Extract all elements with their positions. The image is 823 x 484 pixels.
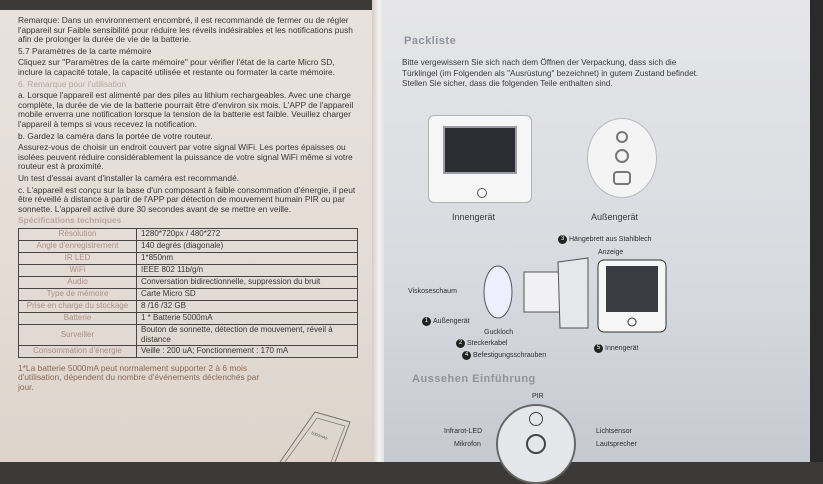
spec-key: IR LED [18,251,137,265]
note-b-heading: b. Gardez la caméra dans la portée de vo… [18,130,213,141]
spec-value: 1 * Batterie 5000mA [136,311,358,325]
spec-value: 1280*720px / 480*272 [136,227,358,241]
spec-key: Résolution [18,227,137,241]
note-b-paragraph: Assurez-vous de choisir un endroit couve… [18,142,353,172]
spec-key: WiFi [18,263,137,277]
note-a-paragraph: a. Lorsque l'appareil est alimenté par d… [18,90,354,129]
right-page: Packliste Bitte vergewissern Sie sich na… [384,0,810,484]
label-light-sensor: Lichtsensor [596,428,632,435]
section-57-paragraph: Cliquez sur "Paramètres de la carte mémo… [18,57,336,77]
outdoor-unit-image [587,118,657,198]
indoor-unit-image [428,115,532,203]
note-c-paragraph: c. L'appareil est conçu sur la base d'un… [18,184,356,214]
page-gutter [372,0,386,462]
spec-key: Prise en charge du stockage [18,299,137,313]
packliste-intro: Bitte vergewissern Sie sich nach dem Öff… [402,58,699,88]
outdoor-unit-front [496,404,576,484]
spec-key: Surveiller [18,323,137,346]
label-ir-led: Infrarot-LED [444,428,483,435]
label-microphone: Mikrofon [454,441,481,448]
spec-key: Type de mémoire [18,287,137,301]
label-pir: PIR [532,393,544,400]
spec-value: Carte Micro SD [136,287,358,301]
appearance-heading: Aussehen Einführung [412,373,536,385]
outdoor-caption: Außengerät [591,212,639,222]
label-foam: Viskoseschaum [408,288,457,295]
section-6-heading: 6. Remarque pour l'utilisation [18,78,127,89]
remark-paragraph: Remarque: Dans un environnement encombré… [18,15,353,45]
spec-key: Consommation d'énergie [18,344,137,358]
spec-value: 8 /16 /32 GB [136,299,358,313]
spec-key: Batterie [18,311,137,325]
battery-label: 5000mAh [311,430,329,441]
spec-value: IEEE 802 11b/g/n [136,263,358,277]
label-peephole: Guckloch [484,329,514,336]
spec-value: Conversation bidirectionnelle, suppressi… [136,275,358,289]
label-speaker: Lautsprecher [596,441,637,448]
label-display: Anzeige [598,249,624,256]
specs-heading: Spécifications techniques [18,215,122,226]
left-page: Remarque: Dans un environnement encombré… [0,10,378,462]
spec-key: Angle d'enregistrement [18,239,137,253]
section-57-heading: 5.7 Paramètres de la carte mémoire [18,45,152,56]
spec-value: Veille : 200 uA; Fonctionnement : 170 mA [136,344,358,358]
installation-diagram [483,257,667,333]
page-edge [810,0,823,462]
battery-footnote: 1*La batterie 5000mA peut normalement su… [18,362,260,393]
packliste-heading: Packliste [404,35,457,47]
left-page-content: Remarque: Dans un environnement encombré… [18,15,358,395]
indoor-caption: Innengerät [452,212,496,222]
spec-key: Audio [18,275,137,289]
test-paragraph: Un test d'essai avant d'installer la cam… [18,172,240,183]
spec-value: Bouton de sonnette, détection de mouveme… [136,323,358,346]
spec-value: 140 degrés (diagonale) [136,239,358,253]
battery-illustration: 5000mAh [279,411,351,462]
spec-value: 1*850nm [136,251,358,265]
